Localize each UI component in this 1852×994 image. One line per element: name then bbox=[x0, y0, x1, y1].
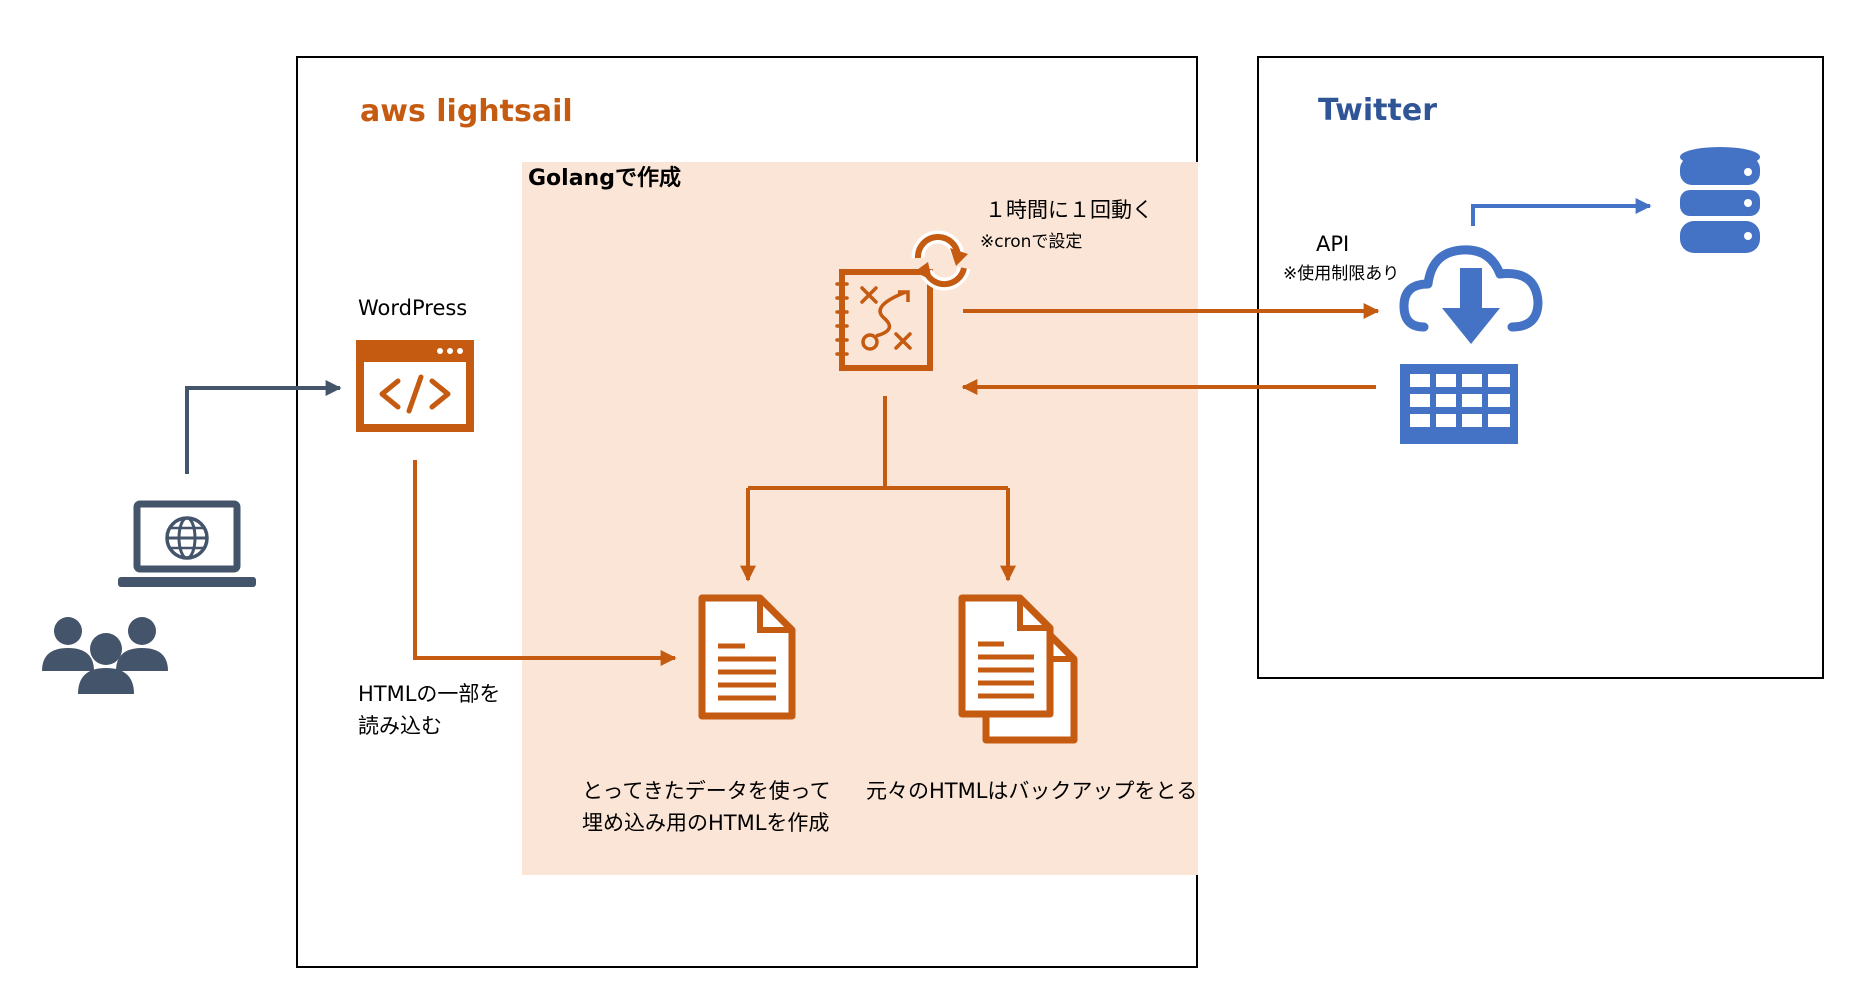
document-icon bbox=[698, 594, 796, 720]
laptop-globe-icon bbox=[118, 500, 256, 587]
html-read-label: HTMLの一部を 読み込む bbox=[358, 678, 558, 742]
strategy-sync-icon bbox=[835, 230, 971, 371]
golang-area bbox=[522, 162, 1198, 875]
documents-copy-icon bbox=[958, 594, 1078, 744]
user-to-wordpress-arrow bbox=[185, 380, 342, 474]
backup-label: 元々のHTMLはバックアップをとる bbox=[866, 779, 1198, 803]
cron-note: ※cronで設定 bbox=[980, 232, 1083, 252]
cloud-download-icon bbox=[1399, 245, 1543, 344]
browser-code-icon bbox=[356, 340, 474, 432]
wordpress-label: WordPress bbox=[358, 296, 468, 320]
create-html-line-2: 埋め込み用のHTMLを作成 bbox=[582, 811, 830, 835]
golang-title: Golangで作成 bbox=[528, 166, 681, 191]
users-group-icon bbox=[42, 617, 168, 694]
schedule-label: １時間に１回動く bbox=[985, 198, 1153, 222]
api-label: API bbox=[1316, 232, 1350, 256]
twitter-box bbox=[1257, 56, 1824, 679]
api-note: ※使用制限あり bbox=[1283, 264, 1400, 284]
wordpress-to-document-arrow bbox=[413, 460, 677, 666]
create-html-line-1: とってきたデータを使って bbox=[582, 779, 831, 803]
database-icon bbox=[1680, 147, 1760, 253]
table-icon bbox=[1400, 364, 1518, 444]
twitter-to-database-arrow bbox=[1471, 198, 1652, 226]
twitter-title: Twitter bbox=[1318, 93, 1437, 128]
create-html-label: とってきたデータを使って 埋め込み用のHTMLを作成 bbox=[582, 775, 882, 839]
aws-lightsail-title: aws lightsail bbox=[360, 94, 573, 129]
html-read-line-1: HTMLの一部を bbox=[358, 682, 501, 706]
html-read-line-2: 読み込む bbox=[358, 714, 442, 738]
